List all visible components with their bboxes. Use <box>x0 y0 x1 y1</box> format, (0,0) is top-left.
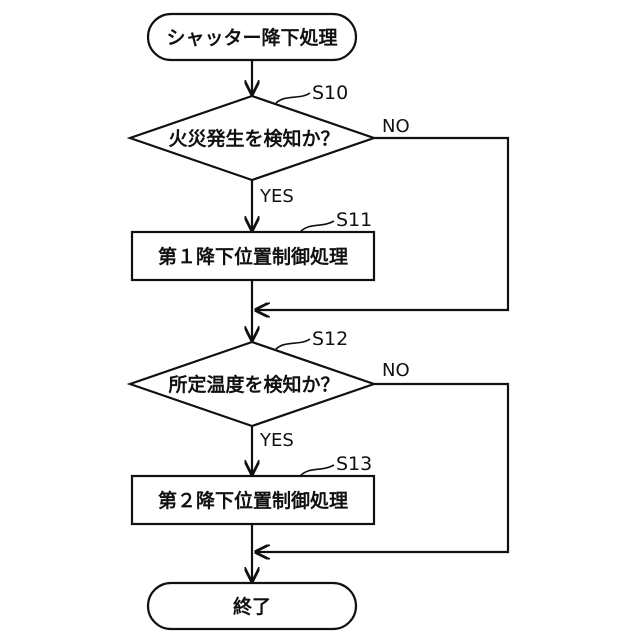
step-label-s13: S13 <box>336 453 372 475</box>
step-label-s11: S11 <box>336 209 372 231</box>
step-leader-s10 <box>276 93 310 103</box>
start-terminal: シャッター降下処理 <box>148 14 356 60</box>
process-s13-label: 第２降下位置制御処理 <box>158 489 348 512</box>
decision-s10: 火災発生を検知か？ S10 <box>130 82 374 180</box>
step-leader-s12 <box>276 339 310 349</box>
decision-s12: 所定温度を検知か？ S12 <box>130 328 374 426</box>
step-leader-s13 <box>300 465 334 476</box>
decision-s12-label: 所定温度を検知か？ <box>168 373 339 396</box>
start-terminal-label: シャッター降下処理 <box>166 26 337 49</box>
end-terminal-label: 終了 <box>233 595 271 618</box>
branch-no-s12: NO <box>382 360 410 381</box>
end-terminal: 終了 <box>148 583 356 629</box>
branch-yes-s10: YES <box>259 186 294 207</box>
step-label-s10: S10 <box>312 82 348 104</box>
branch-no-s10: NO <box>382 116 410 137</box>
branch-yes-s12: YES <box>259 430 294 451</box>
process-s11-label: 第１降下位置制御処理 <box>158 245 348 268</box>
step-leader-s11 <box>300 221 334 232</box>
decision-s10-label: 火災発生を検知か？ <box>168 127 339 150</box>
step-label-s12: S12 <box>312 328 348 350</box>
